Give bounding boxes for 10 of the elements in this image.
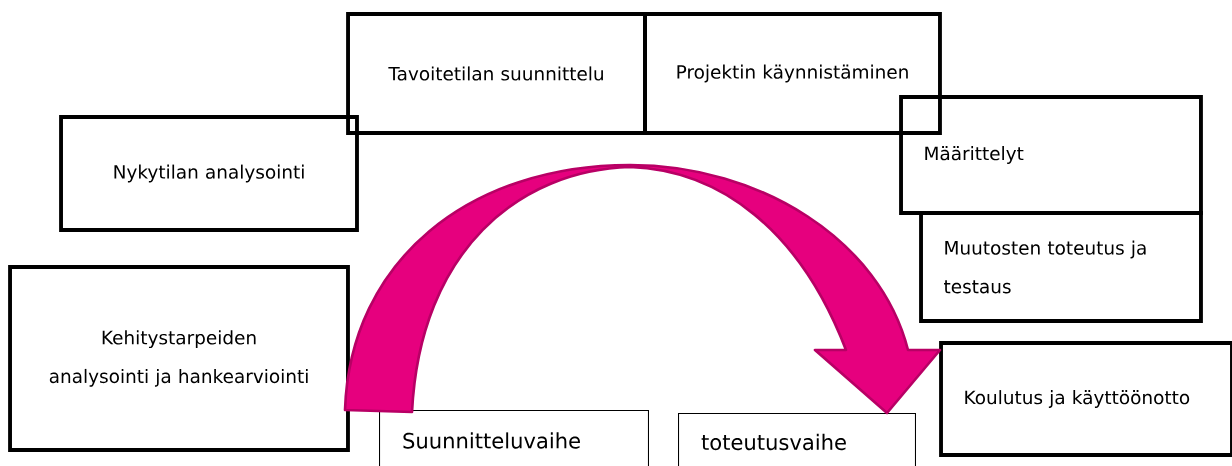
process-box: Koulutus ja käyttöönotto	[939, 341, 1232, 457]
process-box: Muutosten toteutus ja testaus	[919, 211, 1203, 323]
curved-arrow	[343, 163, 942, 415]
process-box: Määrittelyt	[899, 95, 1203, 215]
process-box: Suunnitteluvaihe	[379, 410, 649, 466]
process-box: Nykytilan analysointi	[59, 115, 359, 232]
process-box: Tavoitetilan suunnittelu	[346, 12, 647, 135]
process-box: toteutusvaihe	[678, 413, 916, 466]
process-box: Kehitystarpeiden analysointi ja hankearviointi	[8, 265, 350, 452]
process-box: Projektin käynnistäminen	[643, 12, 942, 135]
